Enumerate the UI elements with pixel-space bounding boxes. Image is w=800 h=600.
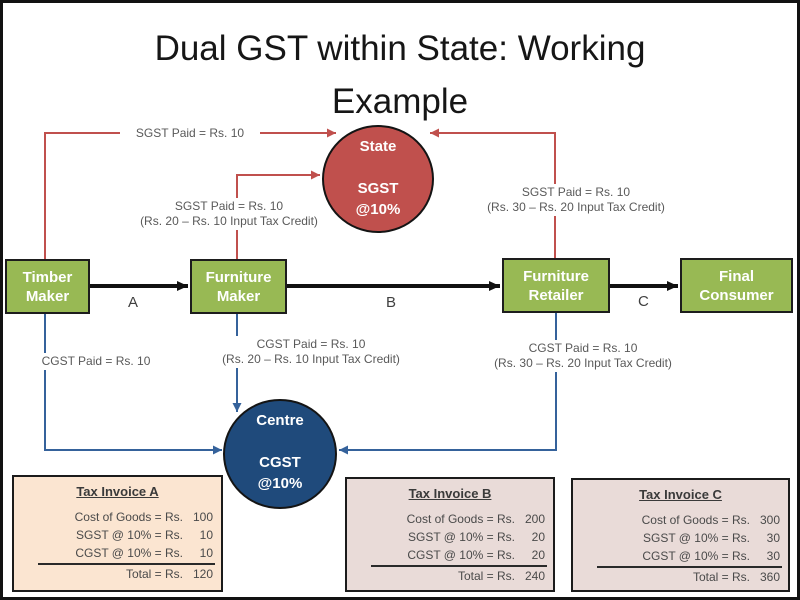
invoice-row: CGST @ 10% = Rs. 10 (14, 544, 221, 562)
entity-timber-maker-label: Timber Maker (22, 268, 73, 305)
entity-furniture-maker: Furniture Maker (190, 259, 287, 314)
flow-label-a: A (128, 294, 139, 311)
invoice-row: CGST @ 10% = Rs. 20 (347, 546, 553, 564)
sgst-paid-label-middle: SGST Paid = Rs. 10 (Rs. 20 – Rs. 10 Inpu… (123, 198, 335, 230)
invoice-row-value: 30 (766, 549, 780, 563)
invoice-row-label: CGST @ 10% = Rs. (75, 546, 183, 560)
invoice-row-label: SGST @ 10% = Rs. (76, 528, 183, 542)
invoice-row: SGST @ 10% = Rs. 30 (573, 529, 788, 547)
invoice-row-value: 10 (199, 546, 213, 560)
sgst-paid-label-left: SGST Paid = Rs. 10 (120, 125, 260, 142)
page-title: Dual GST within State: Working Example (154, 29, 646, 121)
flow-label-b: B (386, 294, 397, 311)
centre-cgst-circle-text: Centre CGST @10% (256, 412, 304, 492)
invoice-total-row: Total = Rs. 240 (371, 565, 547, 585)
entity-furniture-maker-label: Furniture Maker (205, 268, 272, 305)
invoice-row-label: Cost of Goods = Rs. (641, 513, 750, 527)
cgst-paid-label-right: CGST Paid = Rs. 10 (Rs. 30 – Rs. 20 Inpu… (477, 340, 689, 372)
invoice-row-label: SGST @ 10% = Rs. (643, 531, 750, 545)
invoice-row-label: Cost of Goods = Rs. (406, 512, 515, 526)
invoice-row: Cost of Goods = Rs. 300 (573, 511, 788, 529)
tax-invoice-a: Tax Invoice A Cost of Goods = Rs. 100 SG… (12, 475, 223, 592)
invoice-total-label: Total = Rs. (125, 567, 183, 581)
invoice-row: SGST @ 10% = Rs. 10 (14, 526, 221, 544)
invoice-row-value: 10 (199, 528, 213, 542)
entity-timber-maker: Timber Maker (5, 259, 90, 314)
invoice-total-row: Total = Rs. 120 (38, 563, 215, 583)
cgst-paid-label-middle: CGST Paid = Rs. 10 (Rs. 20 – Rs. 10 Inpu… (205, 336, 417, 368)
invoice-total-value: 240 (524, 569, 545, 583)
invoice-row: CGST @ 10% = Rs. 30 (573, 547, 788, 565)
invoice-total-value: 120 (192, 567, 213, 581)
tax-invoice-c: Tax Invoice C Cost of Goods = Rs. 300 SG… (571, 478, 790, 592)
flow-label-c: C (638, 293, 649, 310)
invoice-row-value: 20 (531, 530, 545, 544)
state-sgst-circle: State SGST @10% (322, 125, 434, 233)
invoice-row-label: CGST @ 10% = Rs. (407, 548, 515, 562)
invoice-row-value: 20 (531, 548, 545, 562)
sgst-arrow-timber-to-state (44, 128, 336, 259)
invoice-row-label: SGST @ 10% = Rs. (408, 530, 515, 544)
cgst-paid-label-left: CGST Paid = Rs. 10 (26, 353, 166, 370)
invoice-row-value: 300 (759, 513, 780, 527)
tax-invoice-b: Tax Invoice B Cost of Goods = Rs. 200 SG… (345, 477, 555, 592)
entity-furniture-retailer-label: Furniture Retailer (523, 267, 589, 304)
centre-cgst-circle: Centre CGST @10% (223, 399, 337, 509)
invoice-row-label: CGST @ 10% = Rs. (642, 549, 750, 563)
entity-final-consumer-label: Final Consumer (699, 267, 774, 304)
invoice-row-value: 100 (192, 510, 213, 524)
invoice-row-label: Cost of Goods = Rs. (74, 510, 183, 524)
sgst-arrow-maker-to-state (236, 170, 320, 259)
entity-furniture-retailer: Furniture Retailer (502, 258, 610, 313)
tax-invoice-b-title: Tax Invoice B (408, 486, 492, 501)
state-sgst-circle-text: State SGST @10% (355, 138, 401, 218)
tax-invoice-c-title: Tax Invoice C (639, 487, 722, 502)
sgst-arrow-retailer-to-state (430, 128, 556, 258)
invoice-total-label: Total = Rs. (457, 569, 515, 583)
invoice-row: Cost of Goods = Rs. 200 (347, 510, 553, 528)
invoice-row-value: 200 (524, 512, 545, 526)
invoice-total-value: 360 (759, 570, 780, 584)
sgst-paid-label-right: SGST Paid = Rs. 10 (Rs. 30 – Rs. 20 Inpu… (470, 184, 682, 216)
cgst-arrow-timber-to-centre (44, 314, 222, 455)
invoice-total-label: Total = Rs. (692, 570, 750, 584)
entity-final-consumer: Final Consumer (680, 258, 793, 313)
invoice-row-value: 30 (766, 531, 780, 545)
invoice-total-row: Total = Rs. 360 (597, 566, 782, 586)
tax-invoice-a-title: Tax Invoice A (76, 484, 159, 499)
invoice-row: Cost of Goods = Rs. 100 (14, 508, 221, 526)
invoice-row: SGST @ 10% = Rs. 20 (347, 528, 553, 546)
cgst-arrow-retailer-to-centre (339, 312, 557, 455)
